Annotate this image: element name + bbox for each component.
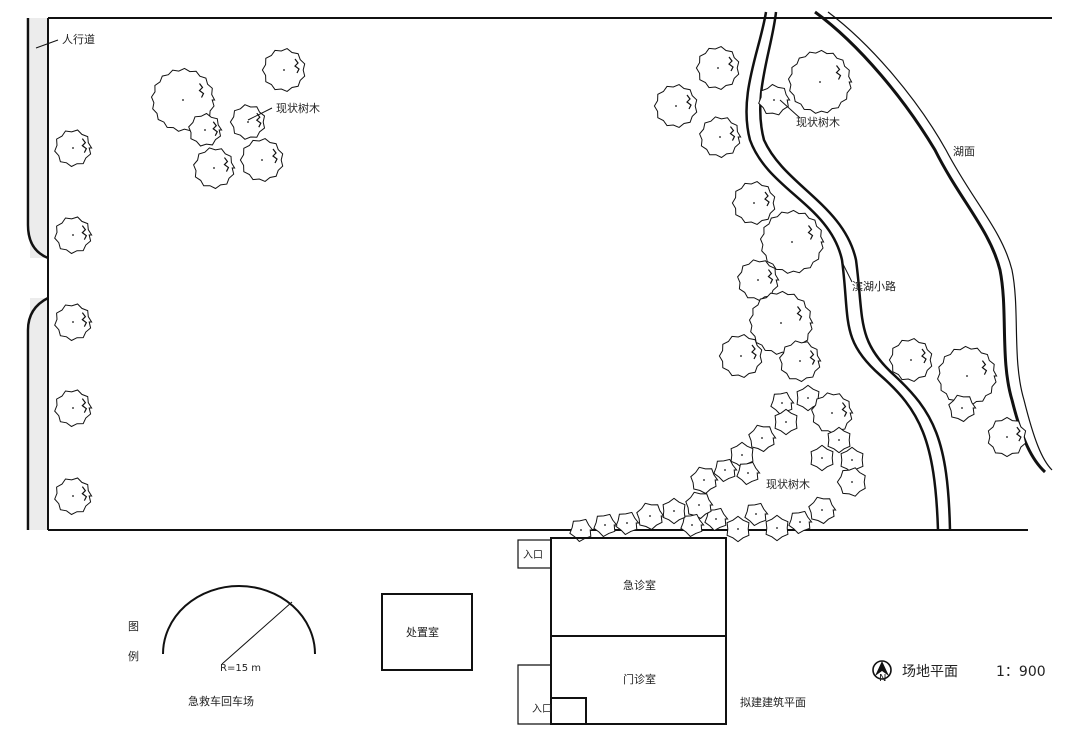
tree-icon [54, 303, 93, 342]
tree-icon [261, 48, 306, 92]
tree-icon [759, 209, 825, 274]
site-boundary [47, 17, 1052, 531]
tree-icon [779, 340, 822, 383]
tree-icon [774, 408, 798, 436]
tree-icon [787, 49, 853, 114]
treatment-room [381, 593, 473, 671]
tree-icon [796, 384, 820, 412]
proposed-building [517, 537, 727, 725]
lake-surface-label: 湖面 [953, 145, 975, 158]
tree-icon [808, 496, 837, 525]
tree-icon [765, 514, 789, 542]
emergency-room-label: 急诊室 [623, 578, 656, 592]
tree-icon [636, 502, 665, 531]
treatment-room-label: 处置室 [406, 625, 439, 639]
tree-icon [748, 424, 777, 453]
tree-icon [188, 112, 223, 147]
tree-icon [840, 446, 864, 474]
leader-lines [35, 39, 853, 283]
svg-text:N: N [879, 673, 886, 684]
tree-icon [888, 338, 933, 382]
tree-icon [695, 46, 740, 90]
tree-icon [54, 129, 93, 168]
tree-icon [690, 466, 719, 495]
north-arrow-icon: N [872, 660, 892, 684]
site-plan-title: 场地平面 [902, 664, 958, 680]
tree-icon [229, 104, 266, 140]
tree-icon [685, 491, 714, 520]
tree-icon [593, 513, 618, 538]
tree-icon [827, 426, 851, 454]
tree-icon [810, 444, 834, 472]
tree-icon [948, 394, 977, 423]
tree-icon [54, 477, 93, 516]
lakeside-path-label: 滨湖小路 [852, 279, 896, 293]
tree-icon [193, 147, 236, 190]
sidewalk-label: 人行道 [62, 32, 95, 46]
tree-icon [736, 461, 761, 486]
tree-icon [615, 511, 640, 536]
ambulance-turnaround-label: 急救车回车场 [188, 694, 254, 708]
tree-icon [726, 515, 750, 543]
existing-trees-label-nw: 现状树木 [276, 101, 320, 115]
tree-icon [744, 502, 769, 527]
tree-icon [704, 507, 729, 532]
tree-icon [937, 345, 998, 406]
tree-icon [737, 259, 780, 302]
tree-icon [653, 84, 698, 128]
legend-title-1: 图 [128, 620, 139, 633]
tree-icon [718, 334, 763, 378]
existing-trees-label-se: 现状树木 [766, 477, 810, 491]
tree-icon [662, 497, 686, 525]
existing-trees-label-ne: 现状树木 [796, 115, 840, 129]
entrance-label-top: 入口 [523, 550, 543, 561]
tree-icon [699, 116, 742, 159]
legend-title-2: 例 [128, 649, 139, 663]
radius-line [221, 601, 293, 665]
scale-label: 1：900 [996, 664, 1046, 680]
entrance-label-bottom: 入口 [532, 704, 552, 715]
tree-icon [788, 510, 813, 535]
tree-icon [239, 138, 284, 182]
existing-trees-group [54, 46, 1027, 543]
outpatient-room-label: 门诊室 [623, 672, 656, 686]
tree-icon [680, 513, 705, 538]
tree-icon [770, 391, 795, 416]
tree-icon [54, 216, 93, 255]
turnaround-arc [162, 585, 316, 655]
tree-icon [811, 392, 854, 435]
tree-icon [758, 83, 791, 116]
tree-icon [731, 181, 776, 225]
tree-icon [713, 458, 738, 483]
proposed-building-plan-label: 拟建建筑平面 [740, 695, 806, 709]
tree-icon [836, 467, 866, 497]
radius-label: R=15 m [220, 663, 261, 674]
tree-icon [987, 416, 1027, 458]
lake-shoreline [814, 10, 1053, 474]
sidewalk [26, 18, 49, 530]
tree-icon [54, 389, 93, 428]
